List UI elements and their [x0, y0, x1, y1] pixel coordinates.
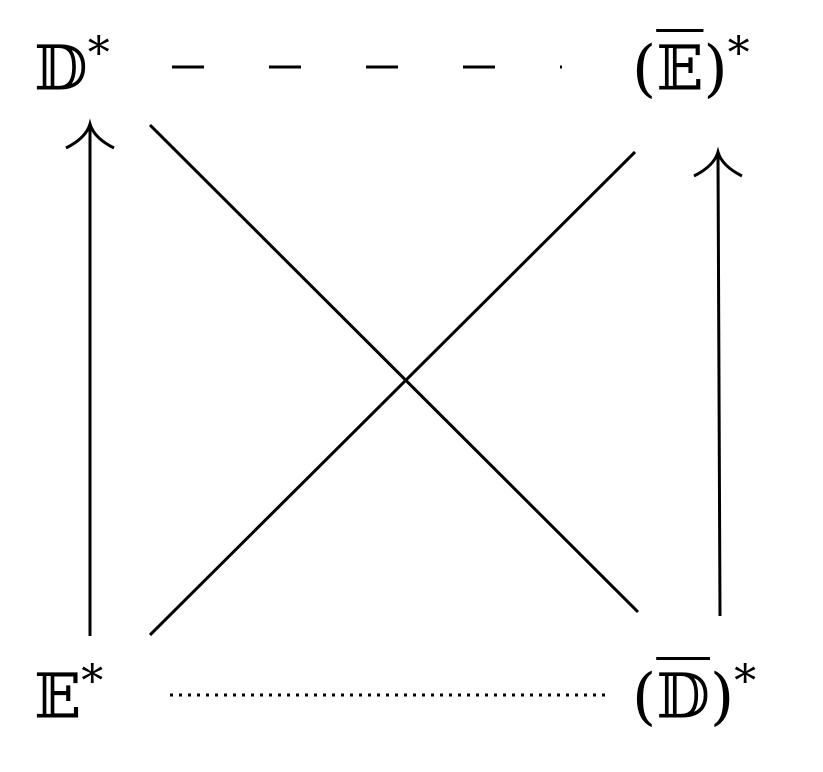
node-top-right: (𝔼)* [632, 32, 750, 100]
node-top-left: 𝔻* [34, 32, 110, 100]
node-bottom-right: (𝔻)* [632, 660, 756, 728]
node-symbol: 𝔻 [656, 659, 710, 733]
node-symbol: 𝔼 [34, 659, 82, 733]
node-sup: * [81, 656, 104, 707]
node-sup: * [734, 656, 757, 707]
node-symbol: 𝔼 [656, 31, 704, 105]
diagonal-edge-up [148, 150, 637, 637]
node-sup: * [727, 28, 750, 79]
left-arrowhead-icon [65, 118, 115, 150]
node-paren-close: ) [709, 659, 735, 733]
node-paren-open: ( [632, 659, 657, 733]
node-sup: * [87, 28, 110, 79]
node-paren-open: ( [632, 31, 657, 105]
diagonal-edge-down [148, 123, 640, 614]
node-bottom-left: 𝔼* [34, 660, 103, 728]
right-arrow-shaft [716, 155, 722, 617]
node-paren-close: ) [703, 31, 728, 105]
right-arrowhead-icon [693, 146, 743, 178]
node-symbol: 𝔻 [34, 31, 88, 105]
